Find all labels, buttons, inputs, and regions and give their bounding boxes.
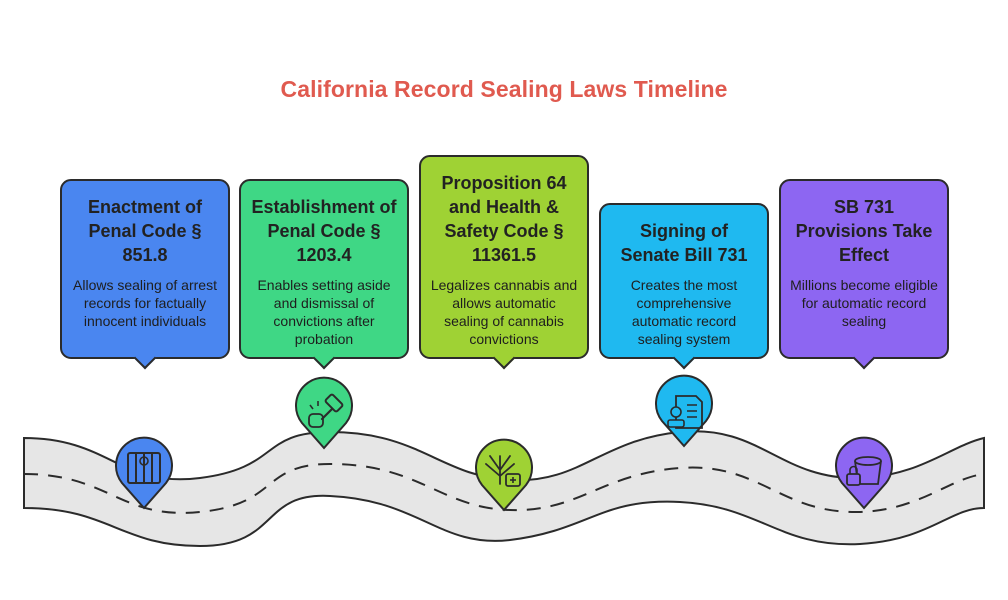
jail-cell-icon <box>115 436 173 510</box>
milestone-description: Legalizes cannabis and allows automatic … <box>430 277 578 347</box>
milestone-description: Enables setting aside and dismissal of c… <box>257 277 391 347</box>
page-title: California Record Sealing Laws Timeline <box>280 76 728 102</box>
locked-bucket-icon <box>835 436 893 510</box>
cannabis-leaf-icon <box>475 438 533 512</box>
milestone-card-senate-bill-731: Signing of Senate Bill 731 Creates the m… <box>599 203 769 370</box>
milestone-card-sb-731-effect: SB 731 Provisions Take Effect Millions b… <box>779 179 949 370</box>
milestone-card-penal-code-1203-4: Establishment of Penal Code § 1203.4 Ena… <box>239 179 409 370</box>
milestone-card-penal-code-851-8: Enactment of Penal Code § 851.8 Allows s… <box>60 179 230 370</box>
signed-document-icon <box>655 374 713 448</box>
milestone-description: Creates the most comprehensive automatic… <box>630 277 738 347</box>
milestone-heading: SB 731 Provisions Take Effect <box>795 197 933 265</box>
milestone-heading: Establishment of Penal Code § 1203.4 <box>251 197 397 265</box>
milestone-heading: Signing of Senate Bill 731 <box>620 221 748 265</box>
milestone-description: Allows sealing of arrest records for fac… <box>73 277 217 329</box>
milestone-heading: Enactment of Penal Code § 851.8 <box>87 197 202 265</box>
milestone-card-proposition-64: Proposition 64 and Health & Safety Code … <box>419 155 589 370</box>
milestone-heading: Proposition 64 and Health & Safety Code … <box>441 173 567 265</box>
gavel-icon <box>295 376 353 450</box>
milestone-description: Millions become eligible for automatic r… <box>790 277 938 329</box>
